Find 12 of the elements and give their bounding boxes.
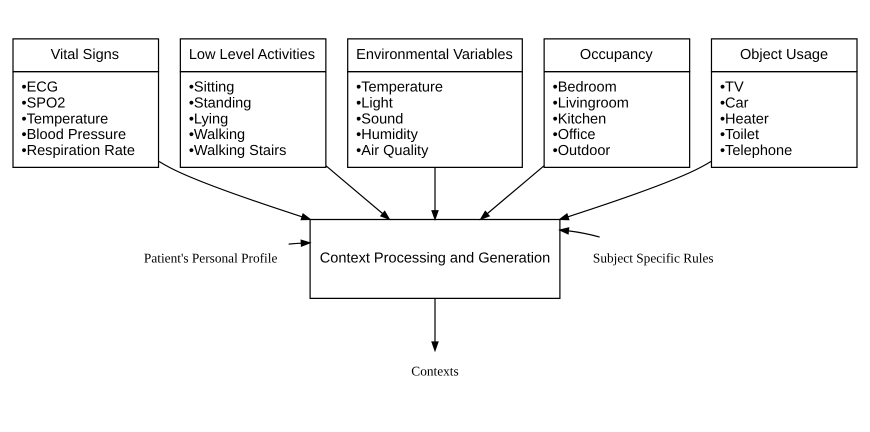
arrow [558,226,600,238]
node-box: Context Processing and Generation [310,218,560,298]
node-text: Contexts [411,363,459,378]
arrow [326,164,391,220]
arrow [431,167,439,221]
arrow [479,164,544,220]
arrow [558,160,712,220]
arrow [158,160,312,220]
arrow [431,298,439,352]
node-text: Subject Specific Rules [592,250,714,265]
node-text: Patient's Personal Profile [144,250,278,265]
arrow [288,238,312,247]
